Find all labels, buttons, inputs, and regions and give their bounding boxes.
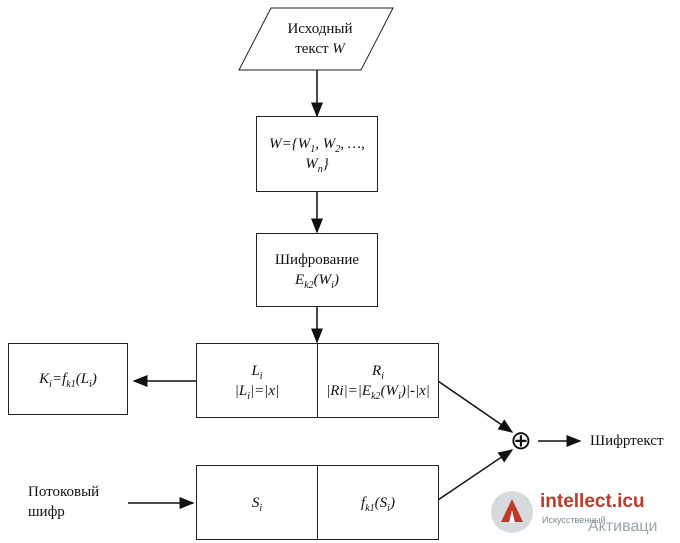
encrypt-fn: E — [295, 272, 305, 288]
stream-input-label: Потоковый шифр — [28, 482, 112, 522]
left-half-name-sub: i — [259, 370, 263, 382]
right-half-expr-b: (W — [380, 382, 399, 399]
source-text-line2: текст — [295, 41, 329, 57]
blocks-sep2: , …, — [340, 136, 365, 152]
right-half-expr-c: )|-|x| — [400, 382, 430, 399]
key-arg: (L — [75, 371, 90, 387]
stream-input-line2: шифр — [28, 504, 65, 520]
watermark-sub: Искусственный — [542, 515, 606, 525]
right-half-expr-a: |Ri|=|E — [326, 382, 372, 399]
right-half-name: R — [372, 362, 382, 379]
xor-icon: ⊕ — [510, 426, 532, 456]
right-half-node: Ri |Ri|=|Ek2(Wi)|-|x| — [317, 343, 439, 418]
blocks-last: W — [305, 156, 318, 172]
right-half-name-sub: i — [381, 370, 384, 382]
encrypt-title: Шифрование — [274, 252, 360, 268]
blocks-sub1: 1 — [310, 144, 316, 155]
blocks-node: W={W1, W2, …, Wn} — [256, 116, 378, 192]
source-text-line1: Исходный — [287, 21, 353, 37]
key-node: Ki=fk1(Li) — [8, 343, 128, 415]
left-half-len-r: |=|x| — [250, 382, 280, 399]
key-k-sub: i — [49, 379, 52, 390]
blocks-subn: n — [317, 164, 323, 175]
watermark-site: intellect.icu — [540, 491, 645, 512]
left-half-len-sub: i — [247, 390, 251, 402]
arrow-right-to-xor — [437, 380, 514, 433]
key-arg-sub: i — [89, 379, 92, 390]
stream-f-sub: k1 — [365, 502, 375, 514]
stream-input-line1: Потоковый — [28, 484, 100, 500]
watermark: intellect.icu Искусственный Активаци — [490, 488, 680, 543]
left-half-node: Li |Li|=|x| — [196, 343, 318, 418]
blocks-expr-start: W={W — [269, 136, 311, 152]
source-text-node: Исходный текст W — [260, 10, 380, 68]
right-half-expr-sub1: k2 — [371, 390, 381, 402]
watermark-activation: Активаци — [588, 518, 658, 535]
source-text-var: W — [332, 41, 345, 57]
blocks-sep1: , W — [315, 136, 336, 152]
left-half-name: L — [251, 362, 260, 379]
blocks-sub2: 2 — [335, 144, 341, 155]
left-half-len-l: |L — [234, 382, 248, 399]
blocks-close: } — [322, 156, 329, 172]
arrow-f-to-xor — [437, 449, 514, 501]
encrypt-arg-sub: i — [331, 280, 334, 291]
key-k: K — [39, 371, 50, 387]
watermark-logo-icon — [491, 491, 533, 533]
encrypt-node: Шифрование Ek2(Wi) — [256, 233, 378, 307]
key-f-sub: k1 — [66, 379, 76, 390]
encrypt-fn-sub: k2 — [304, 280, 314, 291]
stream-s-sub: i — [259, 502, 263, 514]
source-parallelogram — [238, 7, 394, 71]
stream-f-arg: (S — [374, 494, 388, 511]
encrypt-arg: (W — [313, 272, 332, 288]
key-close: ) — [91, 371, 97, 387]
stream-f: f — [361, 494, 366, 511]
stream-s-node: Si — [196, 465, 318, 540]
right-half-expr-sub2: i — [398, 390, 401, 402]
key-eq: =f — [51, 371, 67, 387]
output-label: Шифртекст — [590, 433, 664, 449]
stream-f-node: fk1(Si) — [317, 465, 439, 540]
stream-f-close: ) — [389, 494, 395, 511]
encrypt-arg-close: ) — [333, 272, 339, 288]
stream-f-arg-sub: i — [387, 502, 390, 514]
stream-s: S — [251, 494, 260, 511]
